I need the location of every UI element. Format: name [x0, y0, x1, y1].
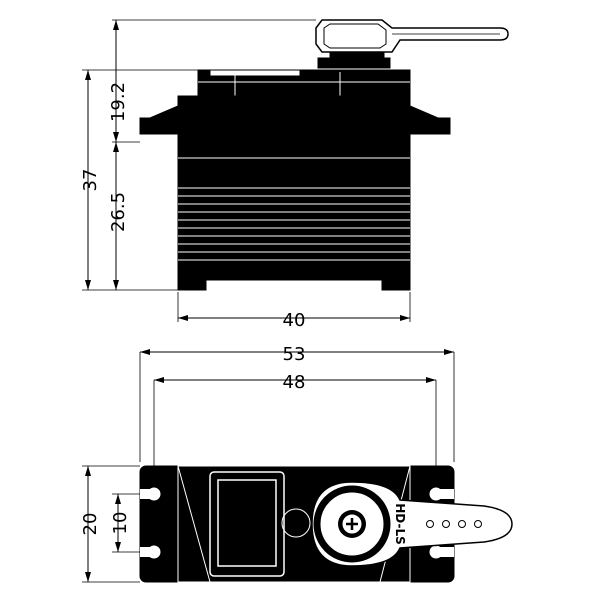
dim-lower-height: 26.5	[108, 142, 129, 290]
dim-hole-spacing-label: 10	[110, 512, 131, 535]
dim-mount-spacing: 48	[154, 372, 436, 393]
dim-overall-length: 53	[140, 344, 454, 365]
dim-upper-height-label: 19.2	[108, 82, 129, 122]
label-window	[217, 479, 277, 567]
side-horn	[315, 19, 509, 69]
dim-body-width: 40	[178, 310, 410, 331]
screw-cross-icon	[346, 518, 358, 530]
side-view: 37 19.2 26.5 40	[80, 19, 509, 331]
side-upper-housing	[197, 69, 411, 99]
dim-mount-spacing-label: 48	[283, 372, 306, 393]
horn-hole-3	[458, 520, 466, 528]
side-mounting-flanges	[139, 105, 451, 135]
dim-total-height: 37	[80, 70, 101, 290]
dim-width: 20	[80, 466, 101, 582]
dim-upper-height: 19.2	[108, 20, 129, 142]
horn-label: HD-LS	[393, 503, 407, 545]
side-main-body	[177, 95, 411, 291]
dim-body-width-label: 40	[283, 310, 306, 331]
dim-width-label: 20	[80, 513, 101, 536]
horn-hole-1	[426, 520, 434, 528]
dim-lower-height-label: 26.5	[108, 192, 129, 232]
dim-total-height-label: 37	[80, 169, 101, 192]
top-horn: HD-LS	[311, 481, 513, 567]
horn-hole-4	[474, 520, 482, 528]
top-view: 53 48 20 10	[80, 344, 513, 583]
dim-overall-length-label: 53	[283, 344, 306, 365]
horn-hole-2	[442, 520, 450, 528]
dim-hole-spacing: 10	[110, 494, 131, 552]
